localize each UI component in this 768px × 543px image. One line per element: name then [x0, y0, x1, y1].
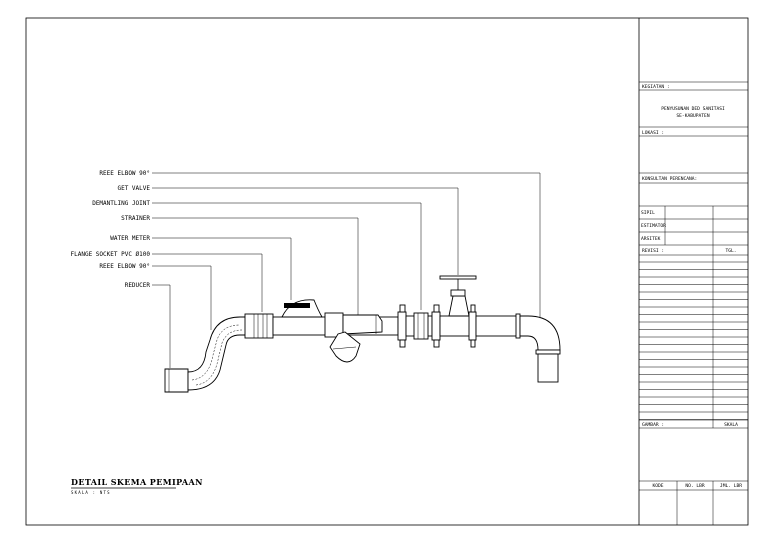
- gambar-label: GAMBAR :: [642, 422, 664, 428]
- kegiatan-label: KEGIATAN :: [642, 84, 670, 90]
- lokasi-label: LOKASI :: [642, 130, 664, 136]
- outlet-stub: [537, 353, 559, 383]
- piping-schematic: [164, 275, 561, 393]
- callout-reee-elbow-top: REEE ELBOW 90°: [99, 170, 150, 177]
- drawing-title: DETAIL SKEMA PEMIPAAN: [71, 477, 203, 487]
- revision-table: [639, 261, 748, 420]
- gate-valve: [448, 295, 470, 317]
- kode-label: KODE: [652, 483, 663, 489]
- outlet-elbow: [519, 315, 561, 351]
- callout-water-meter: WATER METER: [110, 235, 150, 242]
- water-meter-body: [284, 303, 310, 308]
- estimator-label: ESTIMATOR: [641, 223, 666, 229]
- strainer: [342, 314, 383, 335]
- revisi-label: REVISI :: [642, 248, 664, 254]
- reducer: [164, 368, 189, 393]
- callout-reee-elbow-bottom: REEE ELBOW 90°: [99, 263, 150, 270]
- outlet-pipe: [475, 315, 519, 337]
- callout-reducer: REDUCER: [125, 282, 151, 289]
- callout-flange-socket: FLANGE SOCKET PVC Ø100: [71, 251, 151, 258]
- water-meter: [281, 299, 323, 318]
- sipil-label: SIPIL: [641, 210, 655, 216]
- callout-get-valve: GET VALVE: [117, 185, 150, 192]
- flange-socket: [244, 313, 274, 339]
- kegiatan-line-2: SE-KABUPATEN: [676, 113, 709, 119]
- callout-labels: REEE ELBOW 90° GET VALVE DEMANTLING JOIN…: [71, 170, 151, 289]
- skala-label: SKALA: [724, 422, 738, 428]
- strainer-basket: [329, 331, 361, 363]
- callout-strainer: STRAINER: [121, 215, 150, 222]
- tgl-label: TGL.: [725, 248, 736, 254]
- jml-lbr-label: JML. LBR: [720, 483, 742, 489]
- arsitek-label: ARSITEK: [641, 236, 661, 242]
- no-lbr-label: NO. LBR: [685, 483, 705, 489]
- title-block: KEGIATAN : PENYUSUNAN DED SANITASI SE-KA…: [639, 81, 748, 525]
- drawing-scale-note: SKALA : NTS: [71, 490, 111, 495]
- gate-valve-handwheel: [439, 275, 477, 280]
- sheet-border: [25, 17, 749, 526]
- konsultan-label: KONSULTAN PERENCANA:: [642, 176, 697, 182]
- callout-demantling-joint: DEMANTLING JOINT: [92, 200, 150, 207]
- leader-lines: [152, 172, 541, 368]
- kegiatan-line-1: PENYUSUNAN DED SANITASI: [661, 106, 725, 112]
